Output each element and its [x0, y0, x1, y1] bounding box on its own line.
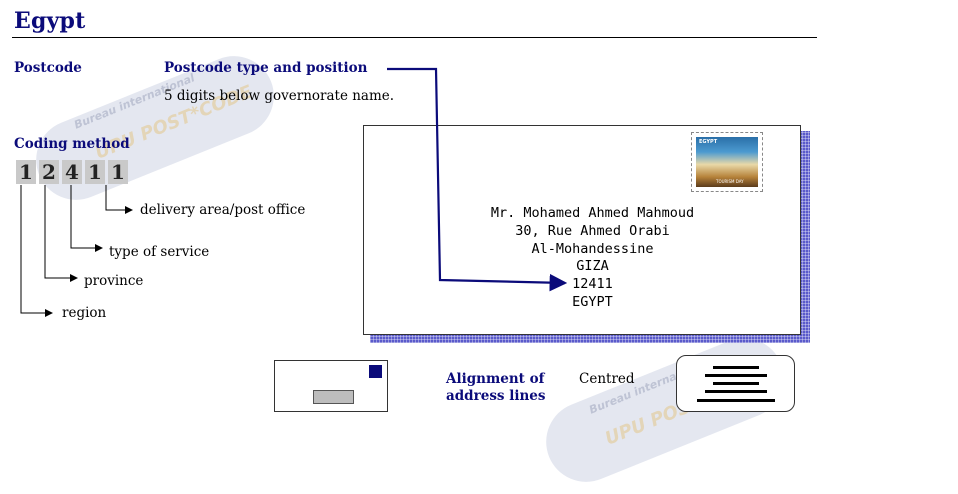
- postcode-heading: Postcode: [14, 60, 82, 76]
- alignment-bar-4: [705, 390, 767, 393]
- postcode-digit-4: 1: [85, 160, 105, 184]
- postcode-digit-1: 1: [16, 160, 36, 184]
- postcode-digit-3: 4: [62, 160, 82, 184]
- postage-stamp: EGYPT TOURISM DAY: [691, 132, 763, 192]
- alignment-label-line2: address lines: [446, 388, 546, 404]
- legend-type-of-service: type of service: [109, 244, 210, 260]
- address-line-street: 30, Rue Ahmed Orabi: [515, 222, 670, 239]
- stamp-country: EGYPT: [699, 139, 718, 145]
- small-address-block-icon: [313, 390, 354, 404]
- stamp-caption: TOURISM DAY: [716, 179, 744, 184]
- alignment-label: Alignment of address lines: [446, 371, 546, 405]
- address-line-name: Mr. Mohamed Ahmed Mahmoud: [490, 205, 695, 221]
- title-rule: [12, 37, 817, 38]
- postcode-digit-5: 1: [108, 160, 128, 184]
- stamp-image: EGYPT TOURISM DAY: [696, 137, 758, 187]
- postcode-pointer: [387, 67, 568, 292]
- address-line-district: Al-Mohandessine: [531, 240, 654, 257]
- page-title: Egypt: [14, 8, 86, 34]
- centred-alignment-icon: [676, 355, 795, 412]
- address-line-postcode: 12411: [572, 276, 613, 293]
- type-position-description: 5 digits below governorate name.: [164, 88, 395, 104]
- alignment-bar-3: [713, 382, 759, 385]
- alignment-bar-1: [713, 366, 759, 369]
- alignment-bar-2: [705, 374, 767, 377]
- legend-province: province: [84, 273, 144, 289]
- postcode-digit-2: 2: [39, 160, 59, 184]
- alignment-label-line1: Alignment of: [446, 371, 545, 387]
- alignment-value: Centred: [579, 371, 635, 387]
- legend-region: region: [62, 305, 107, 321]
- envelope-address: Mr. Mohamed Ahmed Mahmoud 30, Rue Ahmed …: [440, 205, 745, 312]
- address-line-governorate: GIZA: [576, 258, 609, 275]
- coding-method-heading: Coding method: [14, 136, 130, 152]
- address-line-country: EGYPT: [572, 293, 613, 310]
- alignment-bar-5: [697, 399, 775, 402]
- type-position-heading: Postcode type and position: [164, 60, 368, 76]
- legend-delivery-area: delivery area/post office: [140, 202, 306, 218]
- legend-connectors: [20, 185, 133, 317]
- small-stamp-icon: [369, 365, 382, 378]
